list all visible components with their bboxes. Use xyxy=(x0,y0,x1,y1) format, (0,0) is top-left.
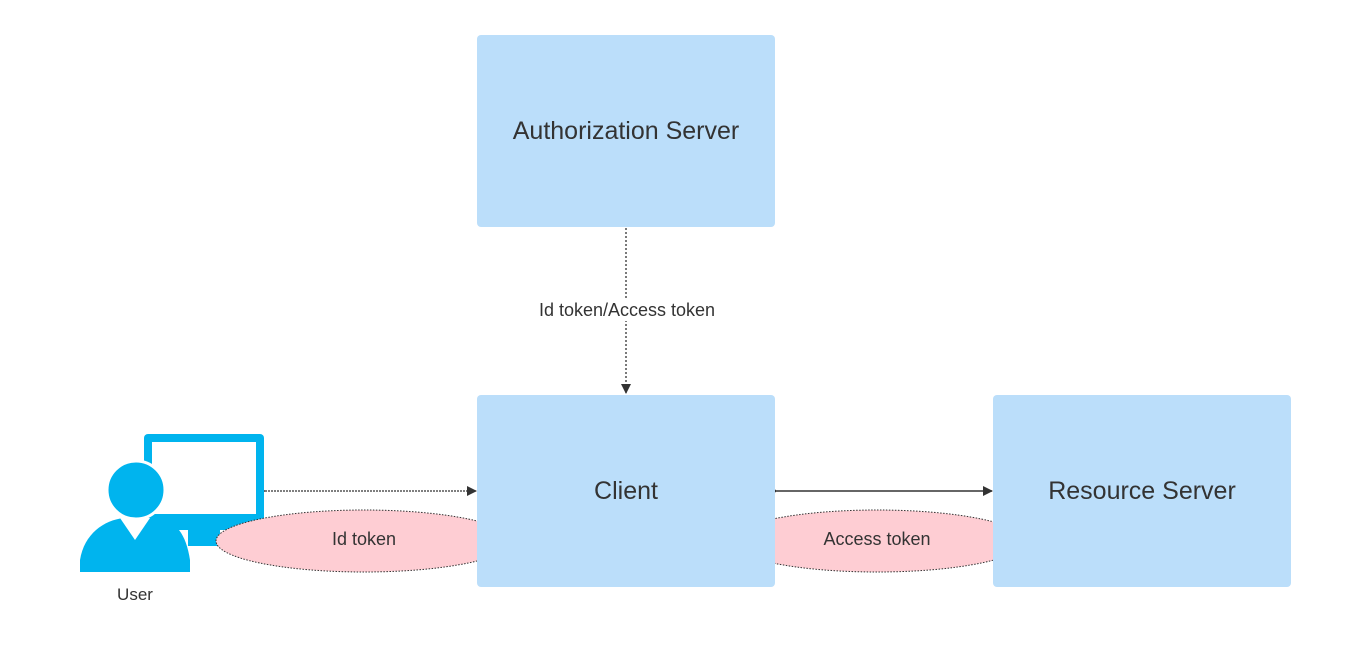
monitor-stand xyxy=(188,530,220,546)
authorization-server-node: Authorization Server xyxy=(477,35,775,227)
user-at-computer-icon xyxy=(80,434,264,572)
person-body xyxy=(80,518,190,572)
id-token-label: Id token xyxy=(331,529,397,549)
client-node: Client xyxy=(477,395,775,587)
client-label: Client xyxy=(594,476,658,505)
person-collar xyxy=(120,518,150,540)
authorization-server-label: Authorization Server xyxy=(512,116,740,145)
access-token-label: Access token xyxy=(823,529,931,549)
person-head xyxy=(105,459,167,521)
resource-server-node: Resource Server xyxy=(993,395,1291,587)
user-label: User xyxy=(117,585,153,604)
resource-server-label: Resource Server xyxy=(1048,476,1236,505)
monitor-screen xyxy=(152,442,256,514)
auth-to-client-edge-label: Id token/Access token xyxy=(527,300,727,321)
